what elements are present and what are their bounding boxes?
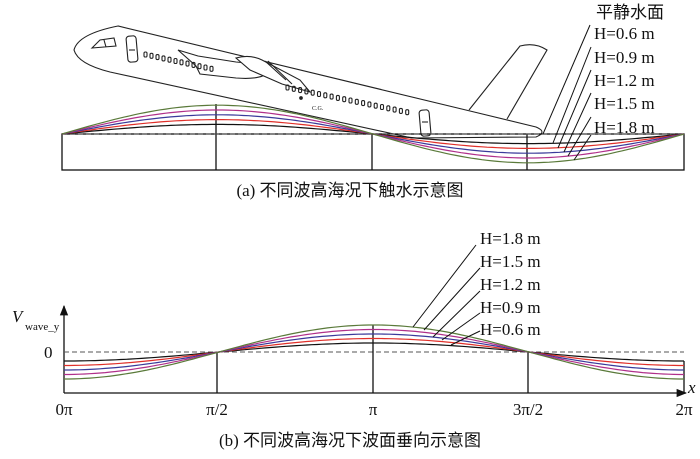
window bbox=[335, 94, 340, 101]
window bbox=[149, 52, 154, 59]
panel-a: C.G. 平静水面 H=0.6 m H=0.9 m H=1.2 m H=1.5 … bbox=[61, 3, 685, 200]
window bbox=[342, 96, 347, 103]
window bbox=[167, 56, 172, 63]
vertical-tail bbox=[468, 44, 548, 120]
window bbox=[405, 109, 410, 116]
wave-b-h1.5 bbox=[64, 328, 684, 376]
label-a-h06: H=0.6 m bbox=[594, 24, 655, 43]
window bbox=[323, 92, 328, 99]
window bbox=[348, 97, 353, 104]
window-row-front bbox=[143, 51, 214, 72]
label-a-h09: H=0.9 m bbox=[594, 48, 655, 67]
window-row-rear bbox=[285, 84, 410, 116]
label-b-h06: H=0.6 m bbox=[480, 320, 541, 339]
x-axis-label: x bbox=[687, 378, 696, 397]
wing-flap bbox=[264, 60, 293, 85]
label-a-h12: H=1.2 m bbox=[594, 71, 655, 90]
label-b-h15: H=1.5 m bbox=[480, 252, 541, 271]
window bbox=[197, 63, 202, 70]
caption-b: (b) 不同波高海况下波面垂向示意图 bbox=[219, 431, 481, 450]
caption-a: (a) 不同波高海况下触水示意图 bbox=[236, 181, 463, 200]
window bbox=[329, 93, 334, 100]
door-rear bbox=[418, 109, 432, 137]
window bbox=[304, 88, 309, 95]
cockpit-window bbox=[90, 37, 117, 49]
window bbox=[367, 101, 372, 108]
x-tick-3: 3π/2 bbox=[513, 400, 543, 419]
label-b-h18: H=1.8 m bbox=[480, 229, 541, 248]
door-front bbox=[125, 35, 139, 63]
x-tick-0: 0π bbox=[55, 400, 73, 419]
window bbox=[209, 65, 214, 72]
label-b-h12: H=1.2 m bbox=[480, 275, 541, 294]
wave-a-h1.8 bbox=[61, 104, 685, 164]
wave-b-h0.9 bbox=[64, 337, 684, 367]
waves-b bbox=[64, 324, 684, 380]
window bbox=[285, 84, 290, 91]
fuselage bbox=[73, 25, 543, 139]
leader-lines-b bbox=[412, 244, 481, 346]
wave-b-h1.8 bbox=[64, 324, 684, 380]
panel-b: H=1.8 m H=1.5 m H=1.2 m H=0.9 m H=0.6 m … bbox=[12, 229, 696, 450]
window bbox=[386, 105, 391, 112]
label-a-h15: H=1.5 m bbox=[594, 94, 655, 113]
window bbox=[373, 102, 378, 109]
window bbox=[143, 51, 148, 58]
window bbox=[392, 106, 397, 113]
window bbox=[310, 89, 315, 96]
airplane-illustration bbox=[73, 25, 548, 139]
window bbox=[361, 100, 366, 107]
waves-a bbox=[61, 104, 685, 164]
leader-lines-a bbox=[542, 24, 592, 161]
window bbox=[155, 54, 160, 61]
window bbox=[298, 87, 303, 94]
window bbox=[379, 103, 385, 111]
y-axis-subscript: wave_y bbox=[25, 321, 60, 333]
x-tick-2: π bbox=[369, 400, 378, 419]
wave-b-h1.2 bbox=[64, 333, 684, 371]
y-axis-label: V bbox=[12, 307, 25, 326]
window bbox=[173, 57, 178, 65]
window bbox=[316, 90, 322, 98]
cg-label: C.G. bbox=[312, 106, 324, 112]
window bbox=[185, 60, 190, 67]
window bbox=[191, 61, 196, 68]
window bbox=[291, 85, 296, 92]
zero-label: 0 bbox=[44, 343, 53, 362]
label-b-h09: H=0.9 m bbox=[480, 298, 541, 317]
label-a-h18: H=1.8 m bbox=[594, 118, 655, 137]
wave-b-h0.6 bbox=[64, 342, 684, 362]
window bbox=[354, 98, 359, 105]
x-tick-4: 2π bbox=[675, 400, 693, 419]
cg-marker bbox=[299, 96, 303, 100]
window bbox=[161, 55, 166, 62]
water-box bbox=[61, 133, 685, 171]
still-water-label: 平静水面 bbox=[596, 3, 664, 22]
window bbox=[398, 107, 403, 114]
window bbox=[179, 59, 184, 66]
x-tick-1: π/2 bbox=[206, 400, 228, 419]
window bbox=[203, 64, 208, 71]
